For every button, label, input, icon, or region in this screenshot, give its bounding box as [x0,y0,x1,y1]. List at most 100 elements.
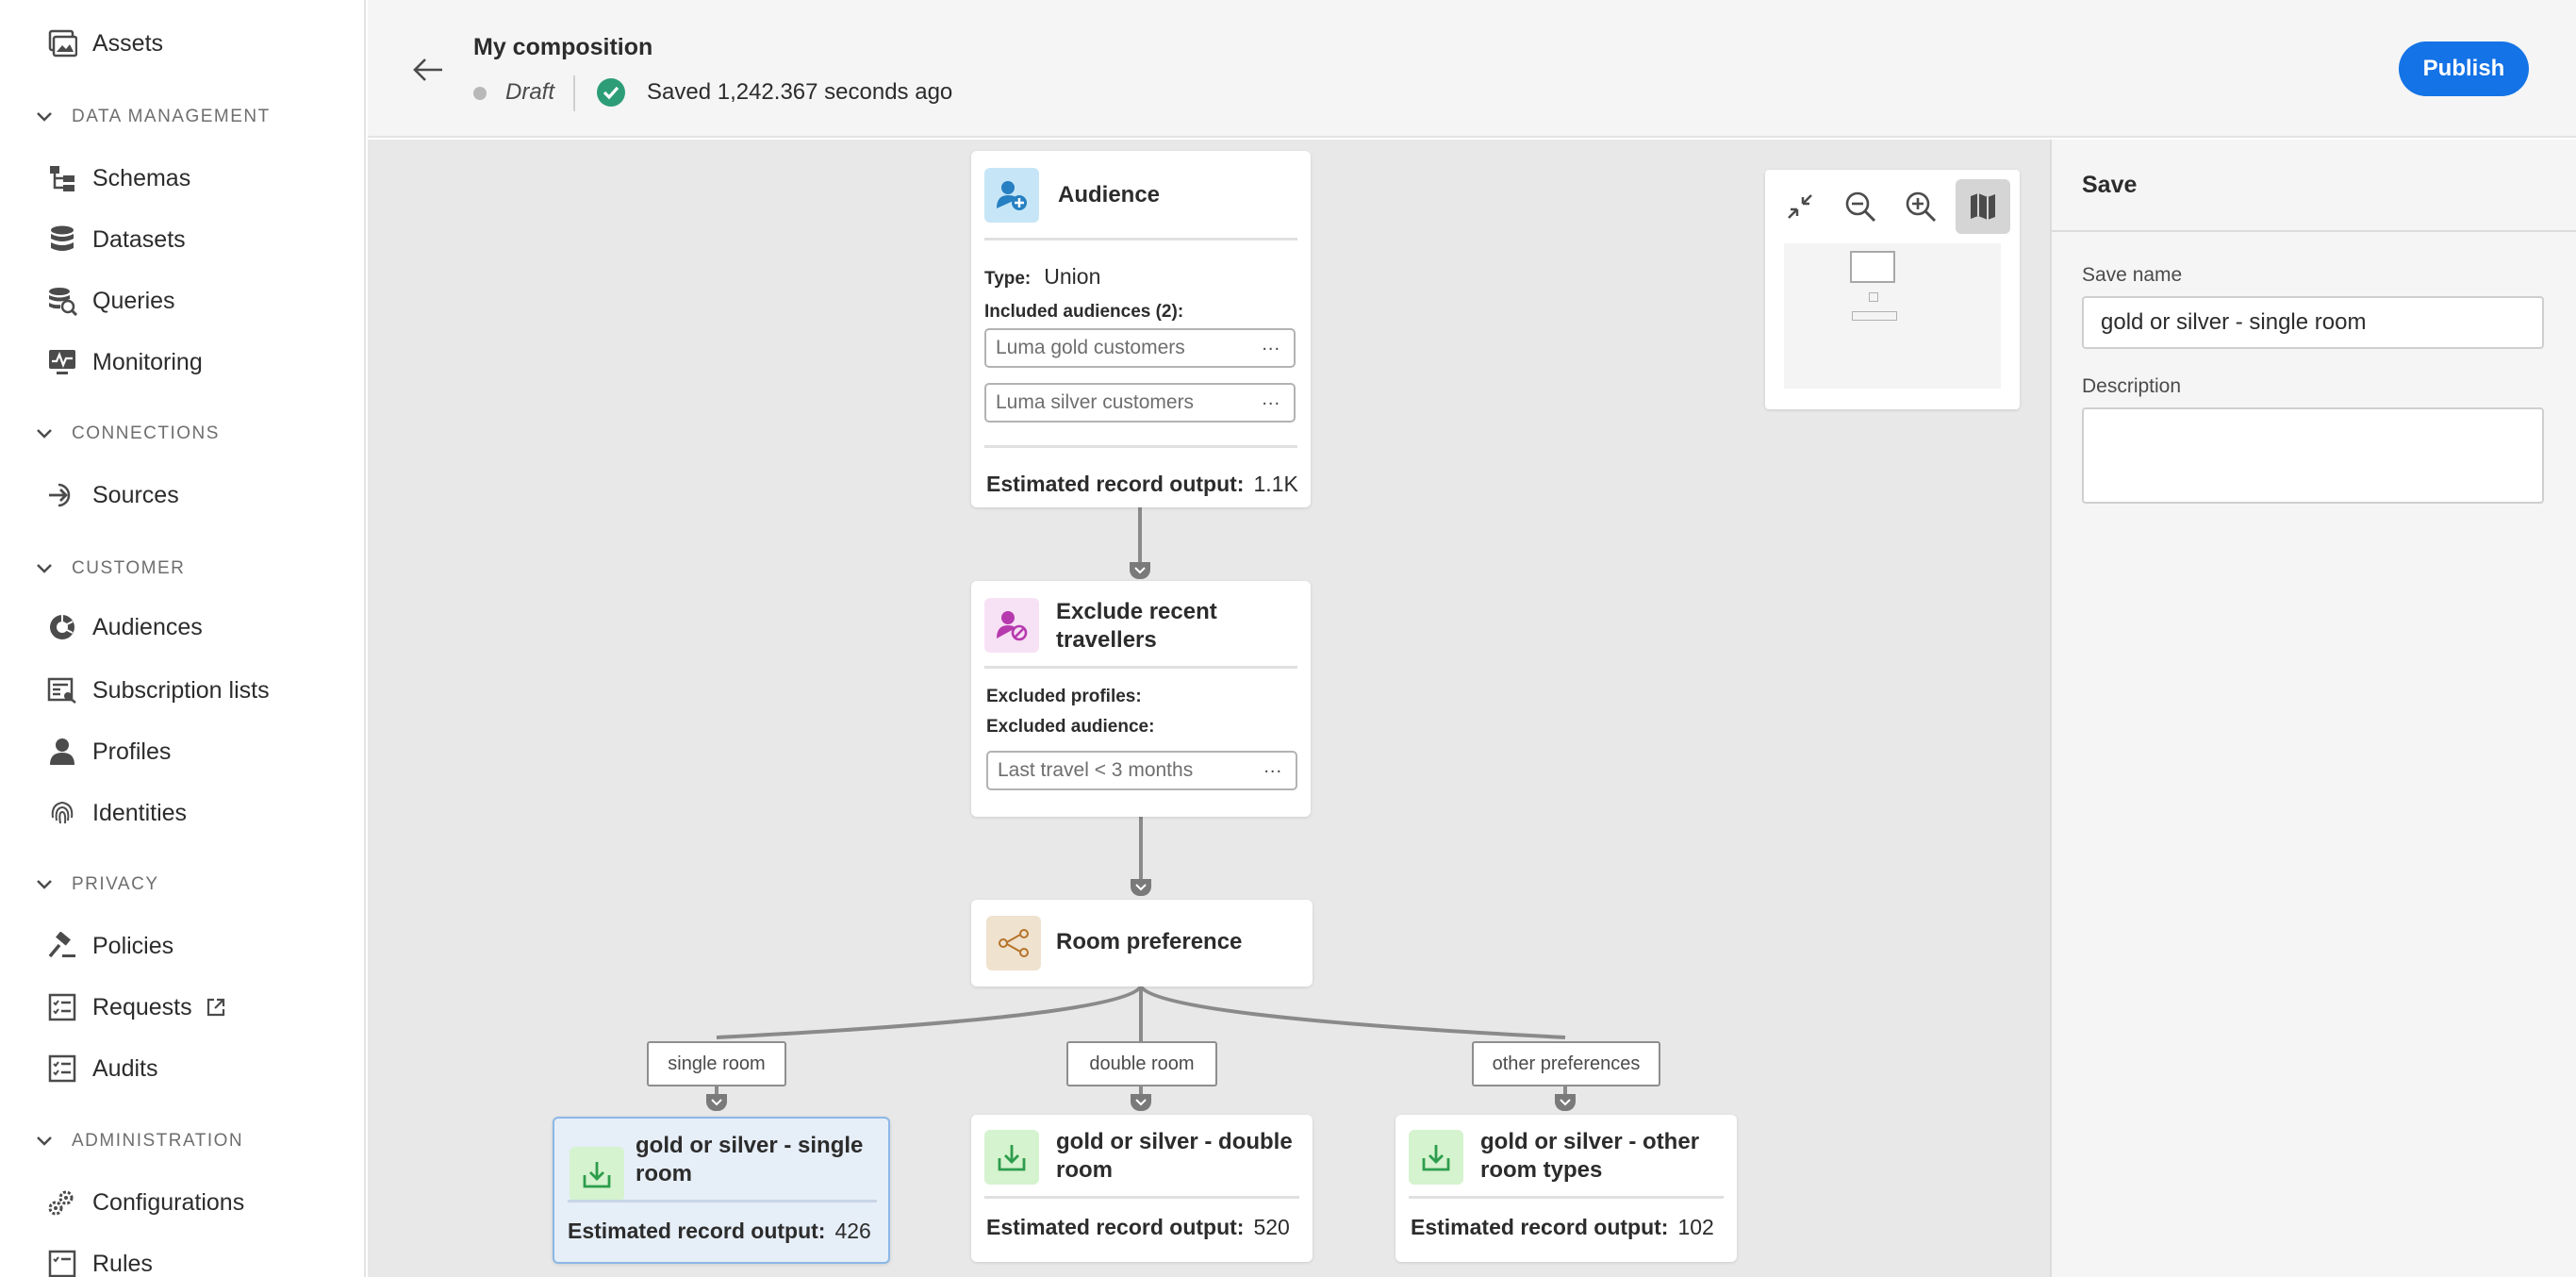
branch-label-single-room[interactable]: single room [647,1041,786,1086]
included-audience-item[interactable]: Luma silver customers ... [984,383,1296,423]
minimap[interactable] [1784,243,2001,389]
exclude-user-icon [984,598,1039,653]
panel-title: Save [2082,172,2138,198]
status-dot [473,87,487,100]
divider [984,1196,1299,1199]
save-node-single-room[interactable]: gold or silver - single room Estimated r… [553,1117,890,1264]
chevron-down-icon [34,1131,55,1152]
publish-button[interactable]: Publish [2399,41,2529,96]
estimated-output: Estimated record output:102 [1411,1215,1714,1240]
title-line: travellers [1056,627,1157,653]
external-link-icon [206,997,226,1018]
save-icon [570,1147,624,1202]
excluded-audience-item[interactable]: Last travel < 3 months ... [986,751,1297,790]
assets-icon [45,26,79,60]
title-line: room types [1480,1157,1603,1183]
section-customer[interactable]: CUSTOMER [34,550,185,588]
query-icon [45,284,79,318]
nav-item-assets[interactable]: Assets [45,21,163,66]
nav-item-subscription-lists[interactable]: Subscription lists [45,668,270,713]
nav-item-queries[interactable]: Queries [45,278,175,323]
divider [984,238,1297,240]
nav-item-monitoring[interactable]: Monitoring [45,340,203,385]
nav-item-requests[interactable]: Requests [45,985,226,1030]
section-label-customer: CUSTOMER [72,558,186,578]
nav-item-profiles[interactable]: Profiles [45,729,171,774]
estimated-output-value: 426 [834,1219,871,1243]
estimated-output-value: 520 [1253,1215,1290,1239]
minimap-viewport [1850,251,1895,283]
checklist-icon [45,990,79,1024]
title-line: room [1056,1157,1113,1183]
audience-icon [984,168,1039,223]
included-audiences-label: Included audiences (2): [984,302,1184,322]
chevron-down-icon [1560,1099,1571,1106]
nav-item-audits[interactable]: Audits [45,1046,157,1091]
save-name-input[interactable] [2082,296,2544,349]
title-line: gold or silver - single [636,1133,864,1158]
branch-label-other-preferences[interactable]: other preferences [1472,1041,1660,1086]
user-icon [45,735,79,769]
nav-item-policies[interactable]: Policies [45,923,173,969]
nav-label-monitoring: Monitoring [92,348,203,375]
save-node-title: gold or silver - other room types [1480,1128,1699,1185]
chevron-down-icon [1135,1099,1147,1106]
nav-item-schemas[interactable]: Schemas [45,156,190,201]
left-nav: Assets DATA MANAGEMENT Schemas Datasets … [0,0,366,1277]
included-audience-name: Luma silver customers [996,391,1195,413]
connector-handle[interactable] [1131,1094,1151,1111]
fit-to-screen-button[interactable] [1773,179,1827,234]
included-audience-item[interactable]: Luma gold customers ... [984,328,1296,368]
type-value: Union [1044,264,1101,289]
nav-item-rules[interactable]: Rules [45,1241,153,1277]
section-label-connections: CONNECTIONS [72,423,220,443]
nav-item-identities[interactable]: Identities [45,790,187,836]
branch-label-double-room[interactable]: double room [1066,1041,1217,1086]
connector-handle[interactable] [1130,562,1150,579]
sources-icon [45,478,79,512]
nav-item-configurations[interactable]: Configurations [45,1180,244,1225]
minimap-toggle-button[interactable] [1956,179,2010,234]
nav-label-requests: Requests [92,993,192,1020]
more-actions-button[interactable]: ... [1263,756,1282,777]
save-icon [984,1130,1039,1185]
connector-handle[interactable] [1555,1094,1576,1111]
divider [573,75,575,111]
estimated-output-label: Estimated record output: [568,1219,826,1243]
more-actions-button[interactable]: ... [1262,334,1280,355]
section-data-management[interactable]: DATA MANAGEMENT [34,98,271,136]
zoom-out-button[interactable] [1833,179,1888,234]
section-connections[interactable]: CONNECTIONS [34,415,220,453]
exclude-node[interactable]: Exclude recent travellers Excluded profi… [971,581,1311,817]
section-administration[interactable]: ADMINISTRATION [34,1122,243,1160]
description-input[interactable] [2082,407,2544,504]
section-privacy[interactable]: PRIVACY [34,866,159,904]
split-node[interactable]: Room preference [971,900,1313,987]
save-node-double-room[interactable]: gold or silver - double room Estimated r… [971,1115,1313,1262]
more-actions-button[interactable]: ... [1262,389,1280,409]
divider [568,1200,877,1202]
title-line: gold or silver - other [1480,1129,1700,1154]
zoom-in-button[interactable] [1893,179,1948,234]
nav-label-rules: Rules [92,1250,153,1277]
connector-handle[interactable] [706,1094,727,1111]
estimated-output-label: Estimated record output: [986,1215,1245,1239]
status-badge: Draft [505,79,555,105]
save-node-other-room-types[interactable]: gold or silver - other room types Estima… [1395,1115,1737,1262]
back-button[interactable] [405,49,451,91]
title-line: gold or silver - double [1056,1129,1293,1154]
nav-item-audiences[interactable]: Audiences [45,605,203,650]
audience-node[interactable]: Audience Type: Union Included audiences … [971,151,1311,507]
audience-node-title: Audience [1058,182,1161,207]
checkmark-circle-icon [597,78,625,107]
chevron-down-icon [711,1099,722,1106]
nav-label-configurations: Configurations [92,1188,245,1216]
nav-label-assets: Assets [92,29,164,57]
split-node-title: Room preference [1056,929,1243,954]
schema-icon [45,161,79,195]
nav-item-datasets[interactable]: Datasets [45,217,186,262]
audience-type-row: Type: Union [984,264,1100,290]
chevron-down-icon [34,874,55,895]
connector-handle[interactable] [1131,879,1151,896]
nav-item-sources[interactable]: Sources [45,473,179,518]
